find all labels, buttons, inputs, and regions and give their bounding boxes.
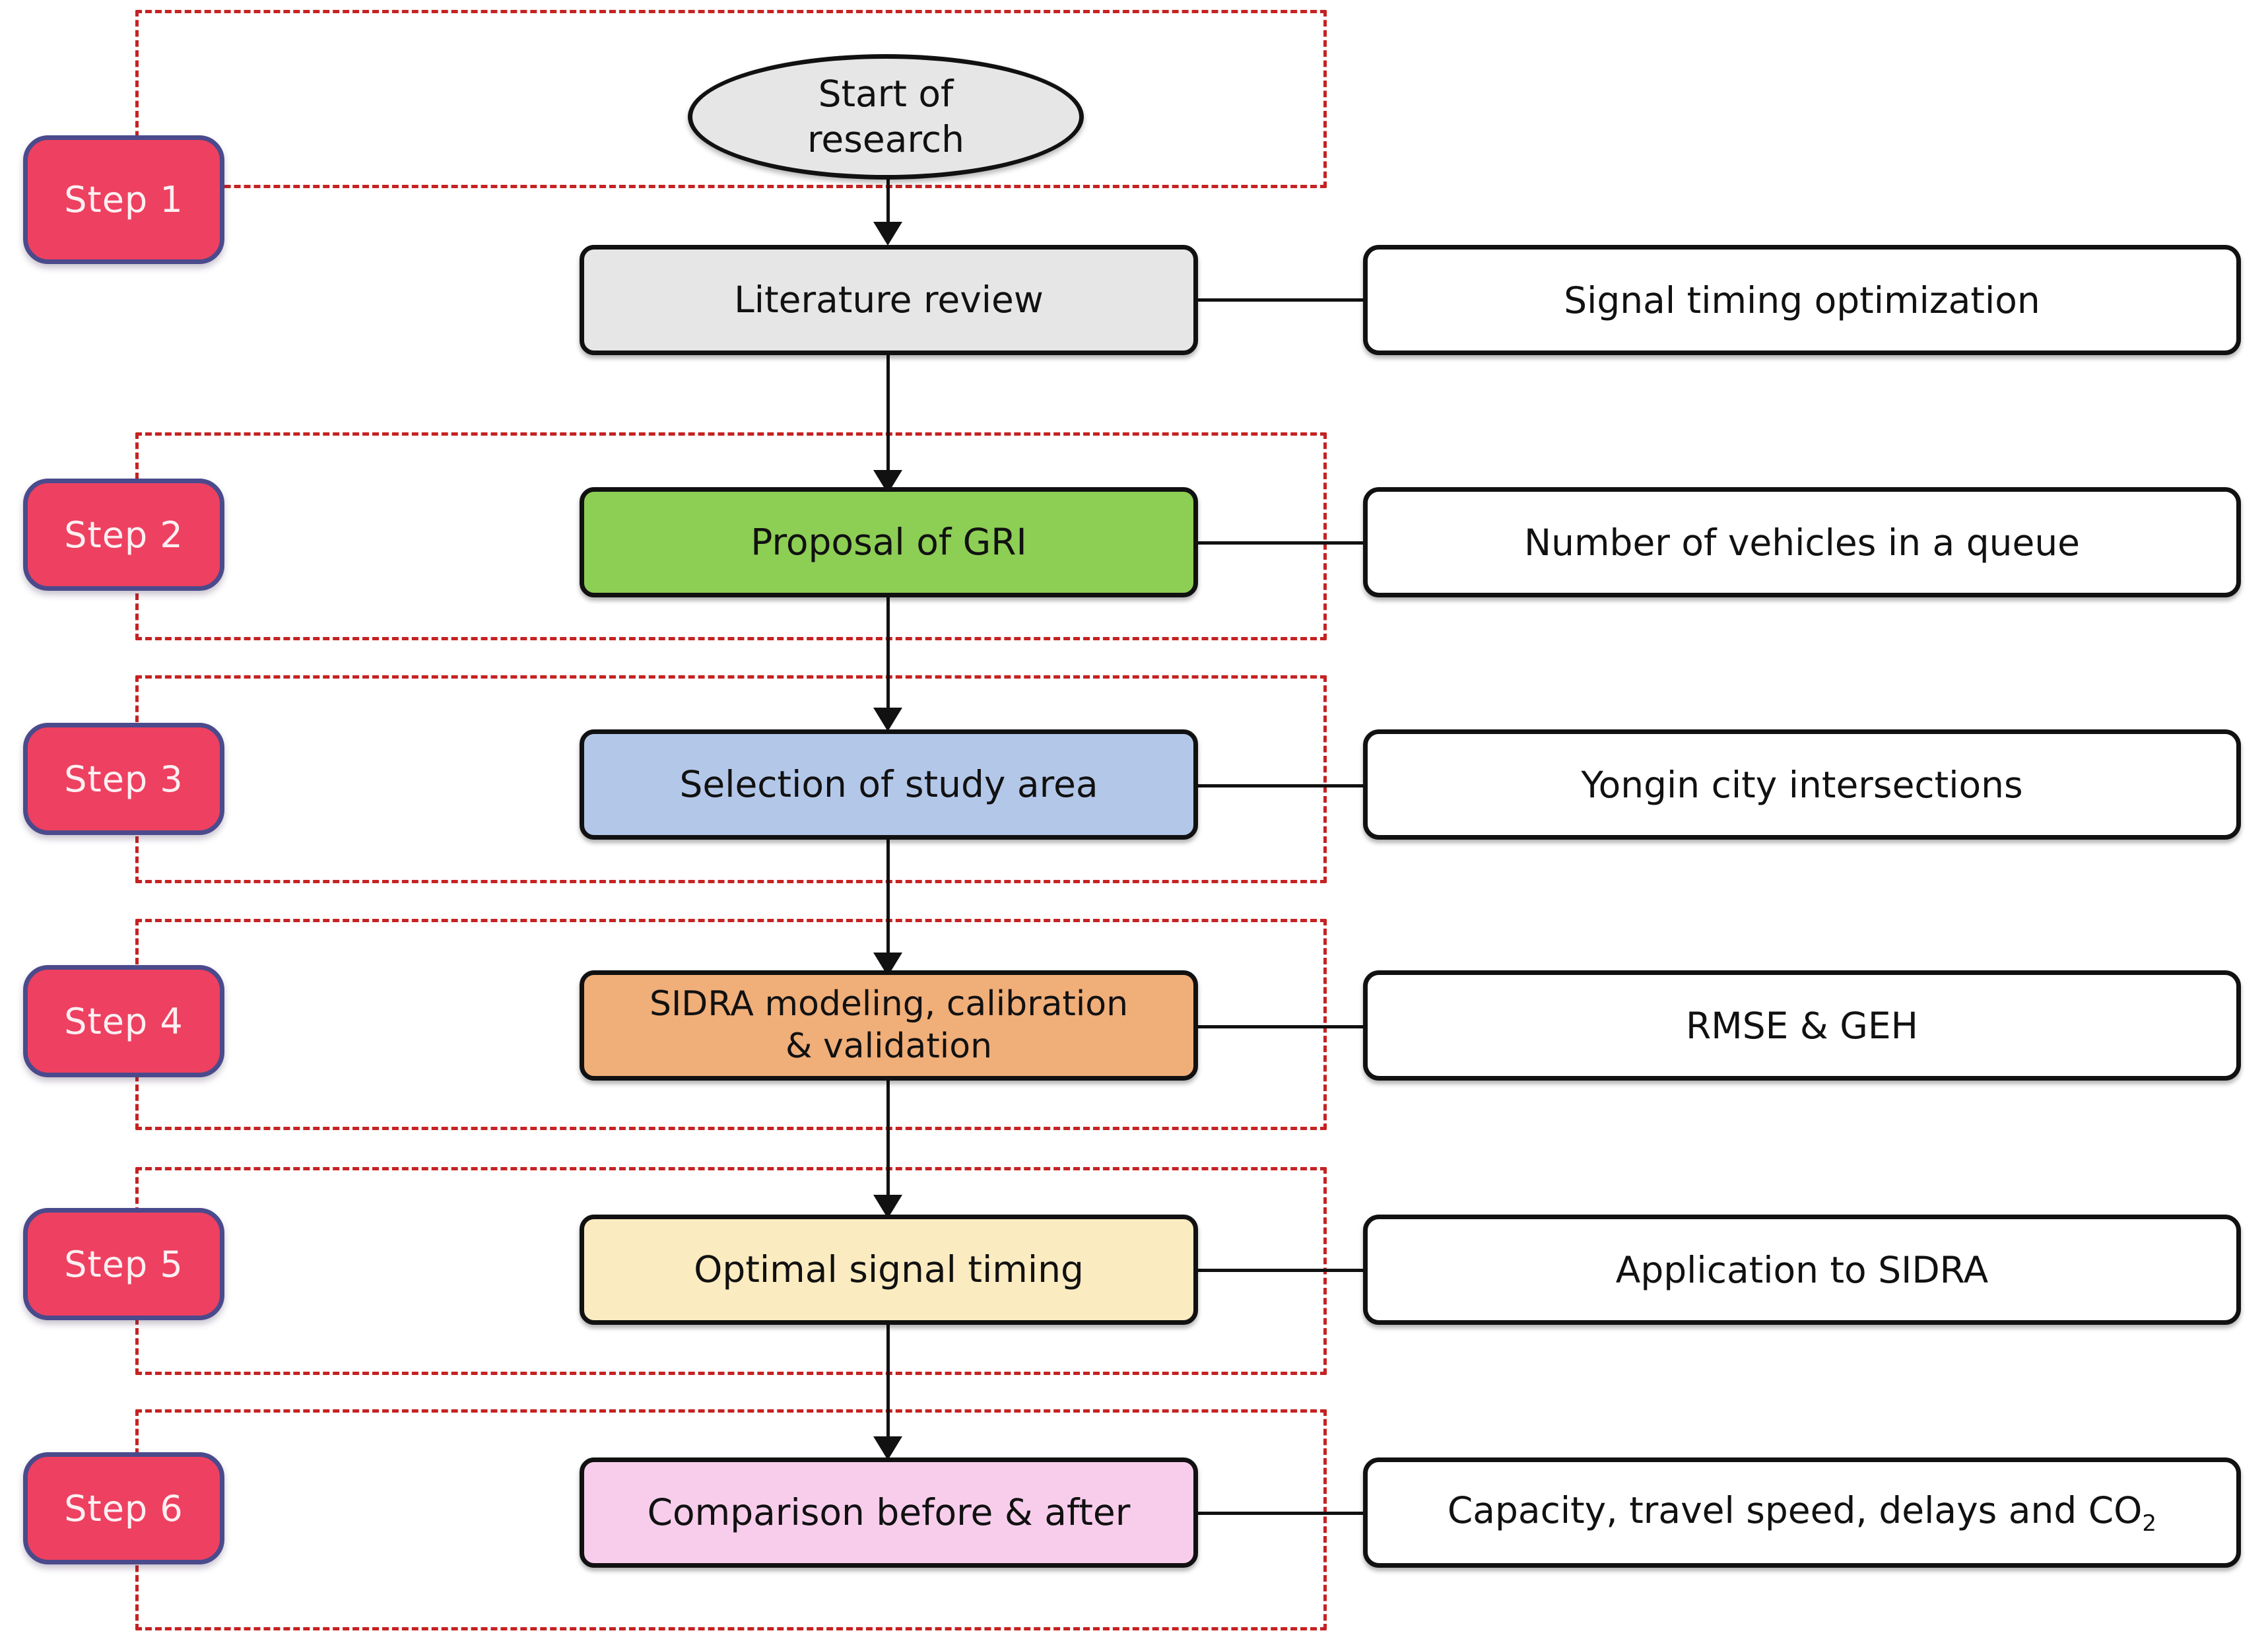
side-node-vehicles-in-queue[interactable]: Number of vehicles in a queue: [1363, 487, 2241, 597]
arrowhead-study-area: [873, 708, 902, 731]
step-badge-6[interactable]: Step 6: [23, 1452, 224, 1564]
connector-study-area-to-sidra: [886, 822, 890, 958]
optimal-signal-timing-node[interactable]: Optimal signal timing: [580, 1215, 1198, 1325]
connector-start-to-literature: [886, 177, 890, 226]
step-badge-label: Step 4: [64, 1000, 183, 1042]
connector-literature-to-side-1: [1198, 298, 1363, 302]
step-badge-label: Step 2: [64, 514, 183, 556]
connector-gri-to-side-2: [1198, 541, 1363, 545]
step-badge-label: Step 6: [64, 1487, 183, 1529]
selection-of-study-area-node[interactable]: Selection of study area: [580, 729, 1198, 840]
side-node-label: Yongin city intersections: [1581, 763, 2023, 806]
step-badge-3[interactable]: Step 3: [23, 723, 224, 835]
connector-optimal-to-comparison: [886, 1309, 890, 1441]
side-node-label-wrapper: Capacity, travel speed, delays and CO2: [1448, 1489, 2156, 1537]
connector-sidra-to-side-4: [1198, 1025, 1363, 1028]
selection-of-study-area-label: Selection of study area: [679, 762, 1098, 805]
side-node-label: Application to SIDRA: [1615, 1248, 1989, 1291]
arrowhead-comparison: [873, 1436, 902, 1460]
side-node-signal-timing-optimization[interactable]: Signal timing optimization: [1363, 245, 2241, 355]
comparison-before-after-node[interactable]: Comparison before & after: [580, 1457, 1198, 1568]
start-of-research-node[interactable]: Start of research: [688, 54, 1084, 180]
proposal-of-gri-node[interactable]: Proposal of GRI: [580, 487, 1198, 597]
side-node-label: Number of vehicles in a queue: [1523, 521, 2081, 564]
sidra-modeling-node[interactable]: SIDRA modeling, calibration & validation: [580, 970, 1198, 1081]
proposal-of-gri-label: Proposal of GRI: [750, 520, 1027, 563]
connector-comparison-to-side-6: [1198, 1512, 1363, 1515]
side-node-label: Signal timing optimization: [1564, 279, 2040, 321]
comparison-before-after-label: Comparison before & after: [647, 1490, 1131, 1533]
side-node-label: Capacity, travel speed, delays and CO: [1447, 1489, 2143, 1531]
connector-study-area-to-side-3: [1198, 784, 1363, 787]
step-badge-label: Step 1: [64, 179, 183, 220]
arrowhead-literature: [873, 222, 902, 246]
connector-literature-to-gri: [886, 355, 890, 477]
step-badge-1[interactable]: Step 1: [23, 135, 224, 264]
side-node-application-to-sidra[interactable]: Application to SIDRA: [1363, 1215, 2241, 1325]
sidra-modeling-label: SIDRA modeling, calibration & validation: [649, 984, 1129, 1066]
connector-sidra-to-optimal: [886, 1065, 890, 1200]
start-of-research-label: Start of research: [807, 73, 964, 160]
step-badge-label: Step 5: [64, 1243, 183, 1285]
connector-gri-to-study-area: [886, 581, 890, 713]
side-node-capacity-speed-delays-co2[interactable]: Capacity, travel speed, delays and CO2: [1363, 1457, 2241, 1568]
step-badge-label: Step 3: [64, 758, 183, 800]
step-badge-5[interactable]: Step 5: [23, 1208, 224, 1320]
side-node-label: RMSE & GEH: [1686, 1004, 1918, 1047]
optimal-signal-timing-label: Optimal signal timing: [694, 1248, 1084, 1290]
connector-optimal-to-side-5: [1198, 1269, 1363, 1272]
step-badge-2[interactable]: Step 2: [23, 479, 224, 591]
side-node-rmse-geh[interactable]: RMSE & GEH: [1363, 970, 2241, 1081]
side-node-yongin-intersections[interactable]: Yongin city intersections: [1363, 729, 2241, 840]
step-badge-4[interactable]: Step 4: [23, 965, 224, 1077]
literature-review-node[interactable]: Literature review: [580, 245, 1198, 355]
literature-review-label: Literature review: [734, 278, 1044, 321]
co2-subscript: 2: [2142, 1510, 2157, 1537]
